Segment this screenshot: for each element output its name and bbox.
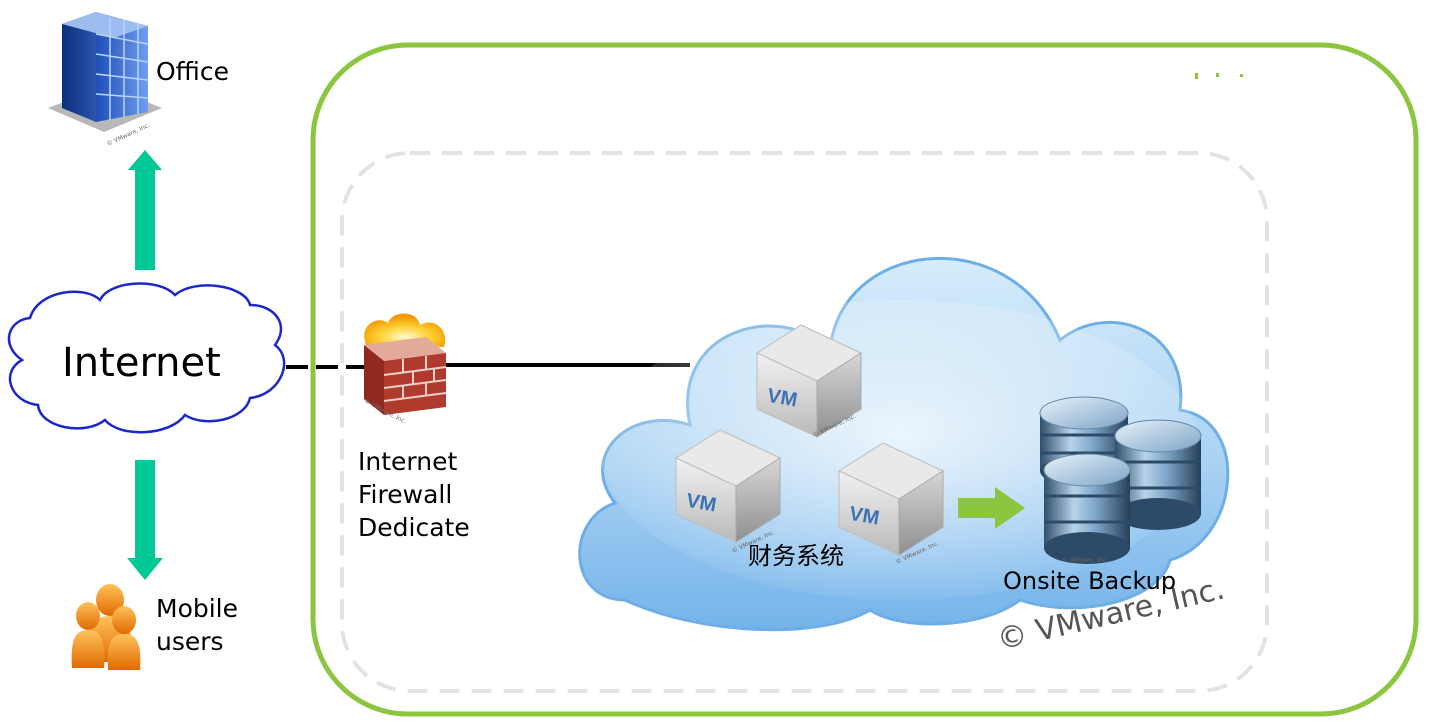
mobile-users-label: Mobile users <box>156 594 239 656</box>
firewall-icon <box>364 313 447 415</box>
vm-group-label: 财务系统 <box>748 542 844 570</box>
people-icon <box>71 584 141 670</box>
vm-cube-icon: VM <box>755 324 863 438</box>
svg-text:VM: VM <box>766 385 799 412</box>
backup-arrow <box>958 487 1025 529</box>
internet-label: Internet <box>62 340 221 386</box>
svg-text:VM: VM <box>848 503 881 530</box>
office-building-icon <box>48 12 162 132</box>
firewall-label: Internet Firewall Dedicate <box>358 447 470 542</box>
vm-cube-icon: VM <box>674 429 782 543</box>
frame-marks <box>1195 73 1243 79</box>
cloud-outline-icon <box>7 282 286 434</box>
vdc-dashed-frame <box>340 151 1269 693</box>
office-label: Office <box>156 57 229 86</box>
arrow-down-icon <box>127 460 163 580</box>
arrow-up-icon <box>128 150 162 270</box>
database-stack-icon <box>1039 396 1202 564</box>
datacenter-frame <box>310 42 1419 717</box>
onsite-backup-label: Onsite Backup <box>1003 567 1177 595</box>
vm-cube-icon: VM <box>837 442 945 556</box>
icon-copyright: © VMware, Inc. <box>1062 557 1108 564</box>
svg-text:VM: VM <box>685 490 718 517</box>
